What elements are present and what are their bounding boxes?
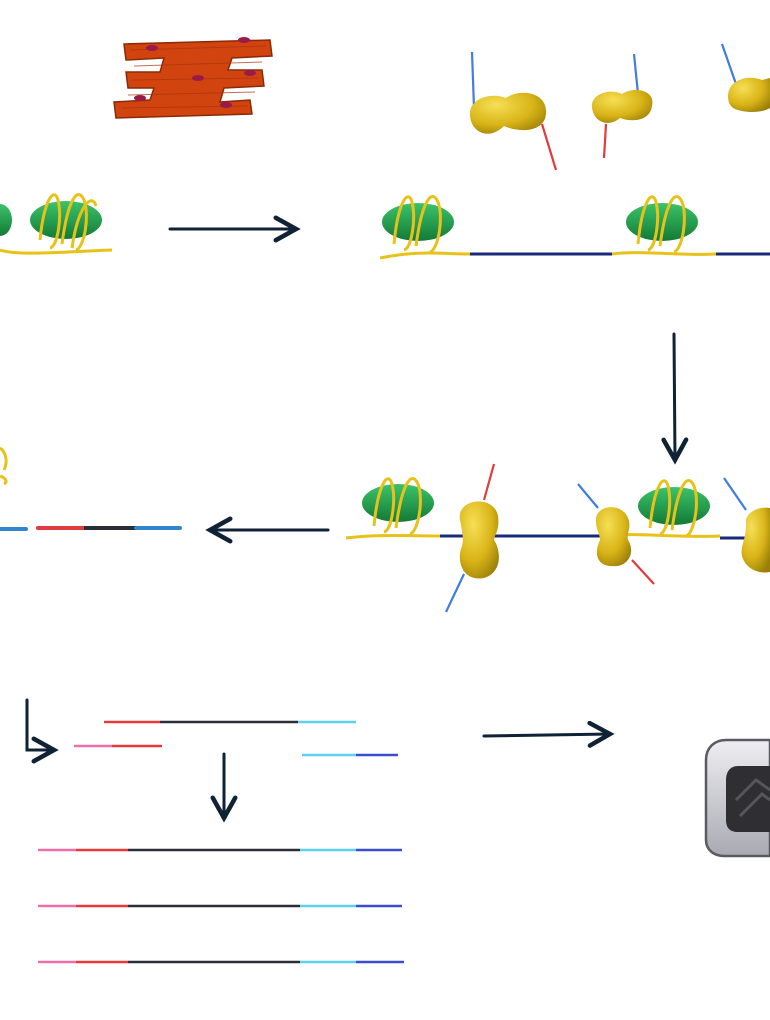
sequencer-icon: [704, 738, 770, 858]
arrow-transposition: [674, 332, 675, 460]
bound-transposase: [445, 463, 499, 613]
nucleosome: [638, 479, 710, 538]
transposase-3: [720, 43, 770, 112]
adapter-fragments: [0, 446, 182, 531]
amplicons: [38, 848, 404, 964]
transposase-2: [591, 53, 653, 159]
compact-chromatin: [0, 193, 113, 255]
nucleosome: [30, 193, 102, 252]
bent-arrow: [25, 698, 54, 750]
transposase-1: [469, 51, 558, 171]
bound-transposase: [577, 483, 655, 585]
tn5-transposase-icon: [469, 43, 770, 171]
tagmented-chromatin: [345, 463, 770, 613]
nucleosome: [362, 477, 434, 536]
nucleosome: [626, 195, 698, 254]
arrow-sequencing: [482, 734, 610, 736]
nucleosome: [382, 195, 454, 254]
open-chromatin: [379, 195, 770, 260]
pcr-setup: [25, 698, 398, 755]
cardiomyocyte-cells-icon: [113, 37, 273, 119]
bound-transposase: [723, 477, 770, 573]
